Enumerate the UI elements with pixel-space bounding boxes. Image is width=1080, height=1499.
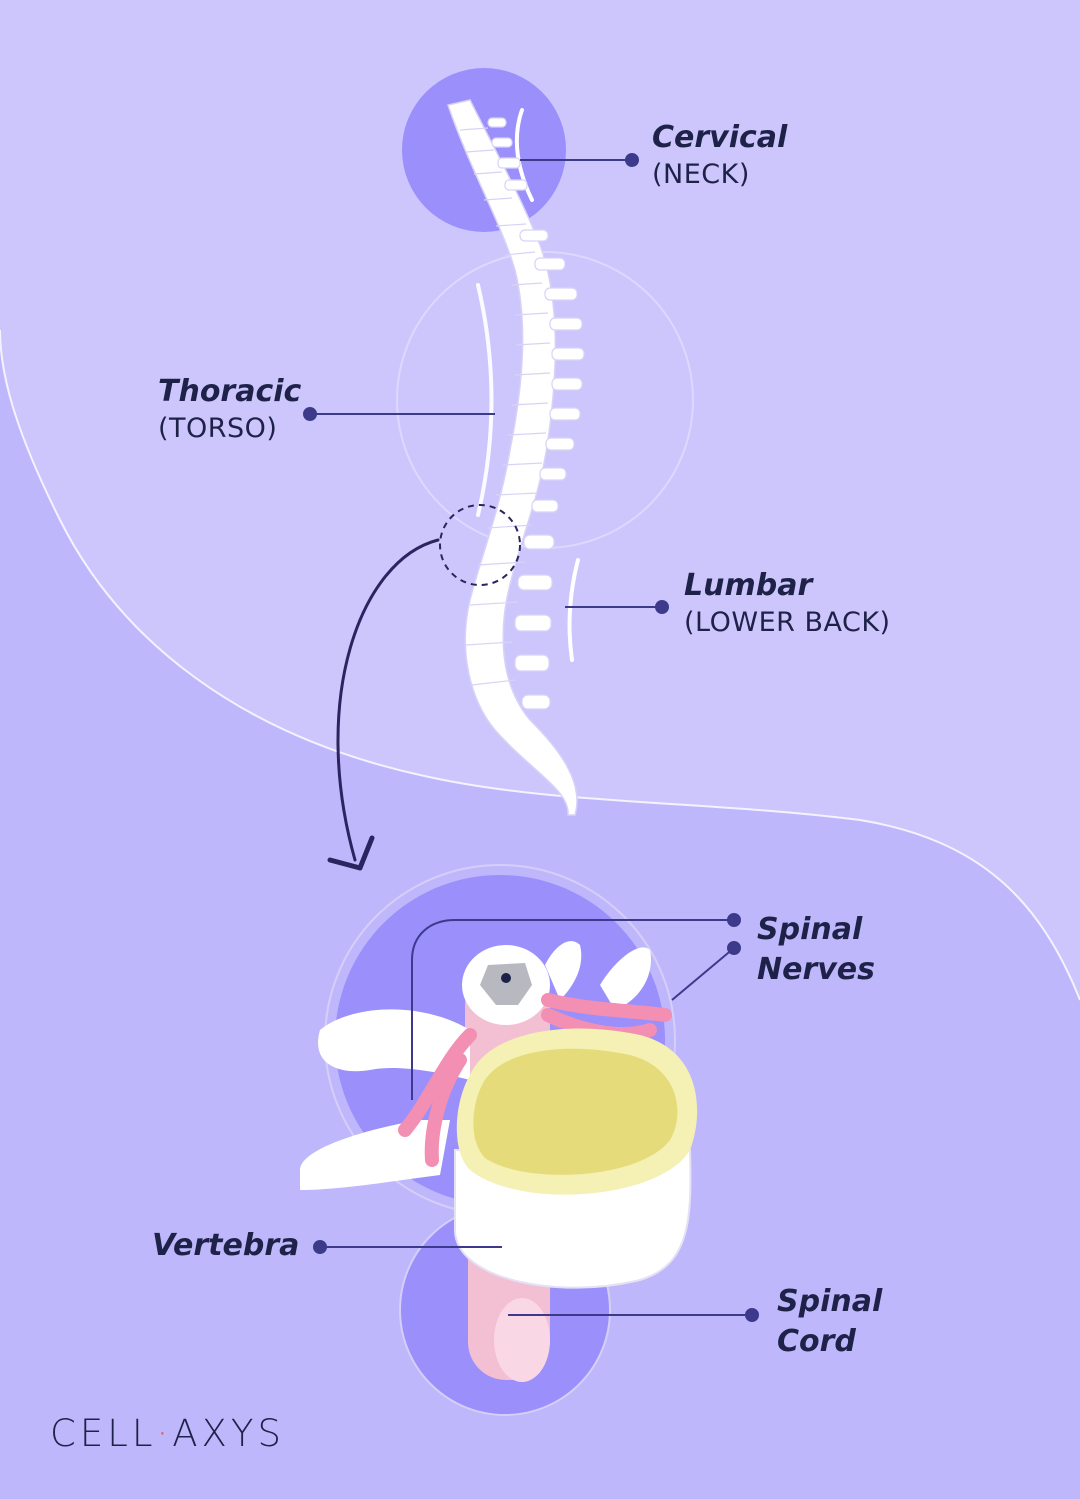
- cervical-name: Cervical: [652, 120, 788, 155]
- vertebra-label: Vertebra: [152, 1226, 299, 1266]
- vertebra-name: Vertebra: [152, 1228, 300, 1263]
- logo-dot: ·: [156, 1412, 173, 1455]
- logo-left: CELL: [50, 1412, 157, 1455]
- lumbar-sub: (LOWER BACK): [684, 607, 891, 638]
- spinal-cord-leader-dot: [745, 1308, 759, 1322]
- panel-boundary-line: [0, 329, 1080, 1001]
- lumbar-label: Lumbar (LOWER BACK): [684, 566, 891, 640]
- spinal-nerves-label: Spinal Nerves: [757, 910, 875, 990]
- cervical-arc: [514, 108, 534, 202]
- spinal-cord-line2: Cord: [777, 1324, 856, 1359]
- lumbar-name: Lumbar: [684, 568, 813, 603]
- thoracic-leader-dot: [303, 407, 317, 421]
- zoom-focus-circle: [439, 504, 521, 586]
- cellaxys-logo: CELL·AXYS: [50, 1412, 285, 1455]
- logo-right: AXYS: [172, 1412, 285, 1455]
- lumbar-arc: [567, 558, 580, 662]
- cervical-leader-dot: [625, 153, 639, 167]
- spinal-nerves-line1: Spinal: [757, 912, 863, 947]
- vertebra-leader-dot: [313, 1240, 327, 1254]
- zoom-arrow-icon: [327, 538, 440, 871]
- lumbar-leader-dot: [655, 600, 669, 614]
- cervical-sub: (NECK): [652, 159, 750, 190]
- spinal-nerves-leader-dot-lower: [727, 941, 741, 955]
- spinal-cord-line1: Spinal: [777, 1284, 883, 1319]
- thoracic-sub: (TORSO): [158, 413, 278, 444]
- vertebra-icon: [300, 941, 698, 1382]
- thoracic-name: Thoracic: [158, 374, 302, 409]
- spinal-cord-label: Spinal Cord: [777, 1282, 882, 1362]
- thoracic-arc: [476, 283, 494, 517]
- spinal-nerves-leader-lower: [671, 947, 735, 1001]
- spinal-nerves-line2: Nerves: [757, 952, 876, 987]
- cervical-label: Cervical (NECK): [652, 118, 787, 192]
- spine-icon: [447, 99, 585, 816]
- thoracic-label: Thoracic (TORSO): [158, 372, 301, 446]
- spinal-nerves-leader-upper: [411, 919, 734, 1100]
- spinal-nerves-leader-dot-upper: [727, 913, 741, 927]
